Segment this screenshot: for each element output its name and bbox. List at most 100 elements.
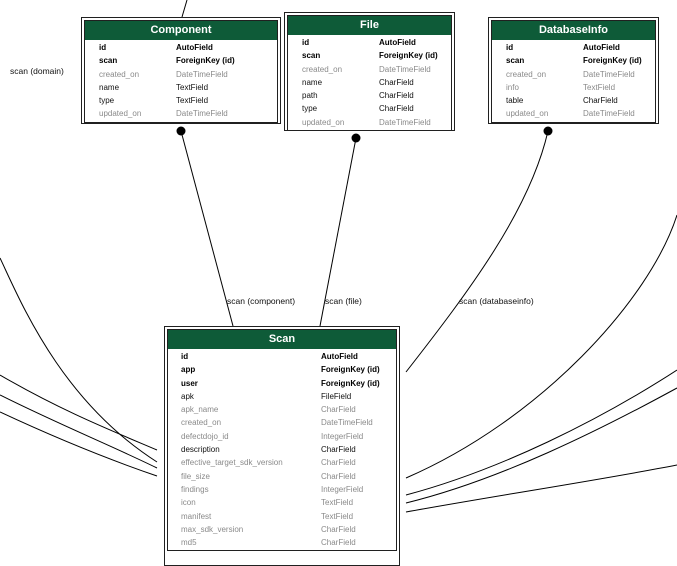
field-type: ForeignKey (id) [583, 56, 642, 66]
field-row: path CharField [288, 89, 451, 102]
field-type: CharField [321, 458, 356, 468]
field-name: created_on [181, 418, 222, 428]
relationship-lines [0, 0, 677, 513]
edge-end-dot-databaseinfo [543, 126, 553, 136]
edge-left-2 [0, 394, 158, 469]
edge-left-3 [0, 411, 158, 477]
field-row: updated_on DateTimeField [85, 107, 277, 120]
edge-end-dot-component [176, 126, 186, 136]
field-type: DateTimeField [176, 109, 228, 119]
edge-label-scan-databaseinfo: scan (databaseinfo) [459, 296, 534, 306]
edge-end-dot-file [351, 133, 361, 143]
field-name: apk_name [181, 405, 219, 415]
entity-component[interactable]: Component id AutoField scan ForeignKey (id)… [81, 17, 281, 124]
field-type: ForeignKey (id) [321, 378, 380, 388]
field-row: id AutoField [492, 41, 655, 54]
field-row: file_size CharField [168, 470, 396, 483]
field-type: IntegerField [321, 484, 364, 494]
field-name: app [181, 365, 196, 375]
field-type: CharField [379, 91, 414, 101]
field-type: CharField [379, 77, 414, 87]
field-name: name [99, 82, 120, 92]
field-type: IntegerField [321, 431, 364, 441]
field-type: AutoField [176, 43, 213, 52]
field-name: updated_on [99, 109, 142, 119]
field-type: DateTimeField [176, 69, 228, 79]
edge-right-3 [405, 387, 677, 504]
field-name: name [302, 77, 323, 87]
field-name: created_on [99, 69, 140, 79]
entity-title: Component [85, 21, 277, 40]
field-type: AutoField [583, 43, 620, 52]
field-type: DateTimeField [583, 69, 635, 79]
field-type: DateTimeField [583, 109, 635, 119]
field-name: type [302, 104, 318, 114]
field-row: apk_name CharField [168, 403, 396, 416]
field-type: AutoField [321, 352, 358, 361]
field-row: effective_target_sdk_version CharField [168, 456, 396, 469]
edge-right-4 [405, 464, 677, 513]
edge-right-2 [405, 369, 677, 496]
field-name: scan [302, 51, 321, 61]
field-name: id [302, 38, 310, 47]
edge-scan-databaseinfo [405, 130, 549, 373]
field-row: created_on DateTimeField [288, 63, 451, 76]
field-name: created_on [302, 64, 343, 74]
field-type: DateTimeField [379, 64, 431, 74]
field-row: defectdojo_id IntegerField [168, 430, 396, 443]
field-name: path [302, 91, 318, 101]
edge-scan-domain [0, 257, 158, 463]
field-type: CharField [321, 405, 356, 415]
field-type: CharField [321, 471, 356, 481]
field-type: TextField [321, 511, 354, 521]
field-row: created_on DateTimeField [85, 68, 277, 81]
field-type: TextField [176, 82, 209, 92]
field-name: id [99, 43, 107, 52]
field-name: icon [181, 498, 196, 508]
edge-left-1 [0, 374, 158, 451]
field-type: FileField [321, 391, 352, 401]
field-type: CharField [321, 524, 356, 534]
field-row: name TextField [85, 81, 277, 94]
field-name: md5 [181, 538, 197, 548]
field-type: CharField [321, 445, 356, 455]
field-type: CharField [379, 104, 414, 114]
field-name: manifest [181, 511, 212, 521]
field-name: scan [99, 56, 118, 66]
field-row: id AutoField [85, 41, 277, 54]
field-name: effective_target_sdk_version [181, 458, 283, 468]
field-type: ForeignKey (id) [176, 56, 235, 66]
field-name: info [506, 82, 519, 92]
edge-component-top [181, 0, 188, 18]
edge-label-scan-component: scan (component) [227, 296, 296, 306]
field-name: id [181, 352, 189, 361]
field-list: id AutoField scan ForeignKey (id) created_on… [85, 40, 277, 122]
field-row: manifest TextField [168, 510, 396, 523]
field-name: type [99, 96, 115, 106]
field-type: CharField [583, 96, 618, 106]
field-name: file_size [181, 471, 210, 481]
field-name: defectdojo_id [181, 431, 229, 441]
field-name: id [506, 43, 514, 52]
field-type: DateTimeField [379, 117, 431, 127]
entity-title: Scan [168, 330, 396, 349]
field-type: CharField [321, 538, 356, 548]
field-name: apk [181, 391, 194, 401]
field-row: md5 CharField [168, 536, 396, 549]
field-name: description [181, 445, 220, 455]
